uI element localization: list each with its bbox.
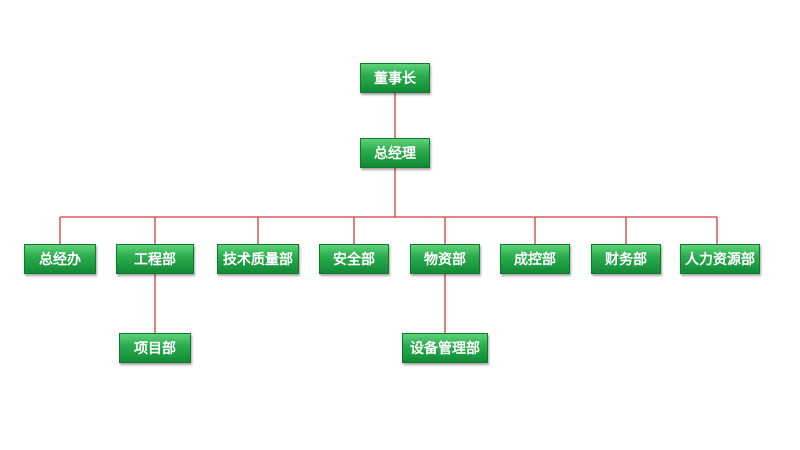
node-materials: 物资部 [410,244,480,274]
node-engineering-label: 工程部 [134,252,176,268]
node-finance-label: 财务部 [605,252,647,268]
node-chairman-label: 董事长 [374,71,416,87]
node-gm-office-label: 总经办 [39,252,81,268]
node-cost-control: 成控部 [500,244,570,274]
node-hr: 人力资源部 [680,244,760,274]
node-equipment-mgmt: 设备管理部 [402,333,488,363]
node-general-manager: 总经理 [360,138,430,168]
node-project: 项目部 [119,333,191,363]
node-equipment-mgmt-label: 设备管理部 [410,341,480,357]
node-tech-quality: 技术质量部 [217,244,299,274]
node-chairman: 董事长 [360,63,430,93]
node-project-label: 项目部 [134,341,176,357]
node-tech-quality-label: 技术质量部 [223,252,293,268]
node-gm-office: 总经办 [24,244,96,274]
node-cost-control-label: 成控部 [514,252,556,268]
node-finance: 财务部 [591,244,661,274]
node-engineering: 工程部 [116,244,194,274]
node-hr-label: 人力资源部 [685,252,755,268]
node-safety-label: 安全部 [333,252,375,268]
node-general-manager-label: 总经理 [374,146,416,162]
node-materials-label: 物资部 [424,252,466,268]
node-safety: 安全部 [319,244,389,274]
